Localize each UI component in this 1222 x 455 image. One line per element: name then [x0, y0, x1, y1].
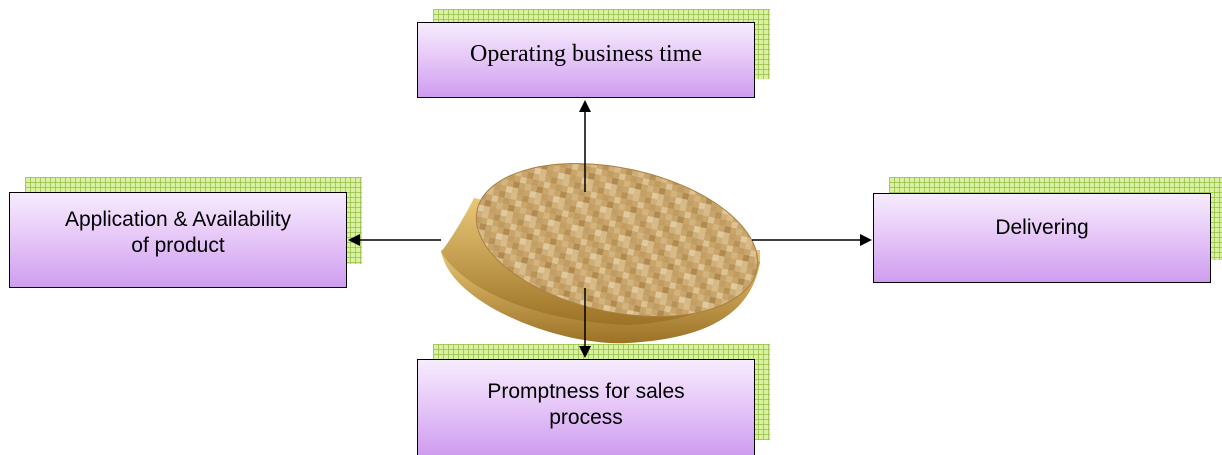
right-box-label: Delivering	[995, 216, 1089, 239]
bottom-box-label: Promptness for sales process	[487, 379, 685, 429]
center-disc-icon	[441, 163, 760, 344]
left-box-label: Application & Availability of product	[64, 208, 292, 257]
left-box: Application & Availability of product	[9, 192, 347, 288]
bottom-box: Promptness for sales process	[417, 359, 755, 455]
top-box: Operating business time	[417, 22, 755, 98]
top-box-label: Operating business time	[470, 40, 702, 67]
right-box: Delivering	[873, 193, 1211, 283]
